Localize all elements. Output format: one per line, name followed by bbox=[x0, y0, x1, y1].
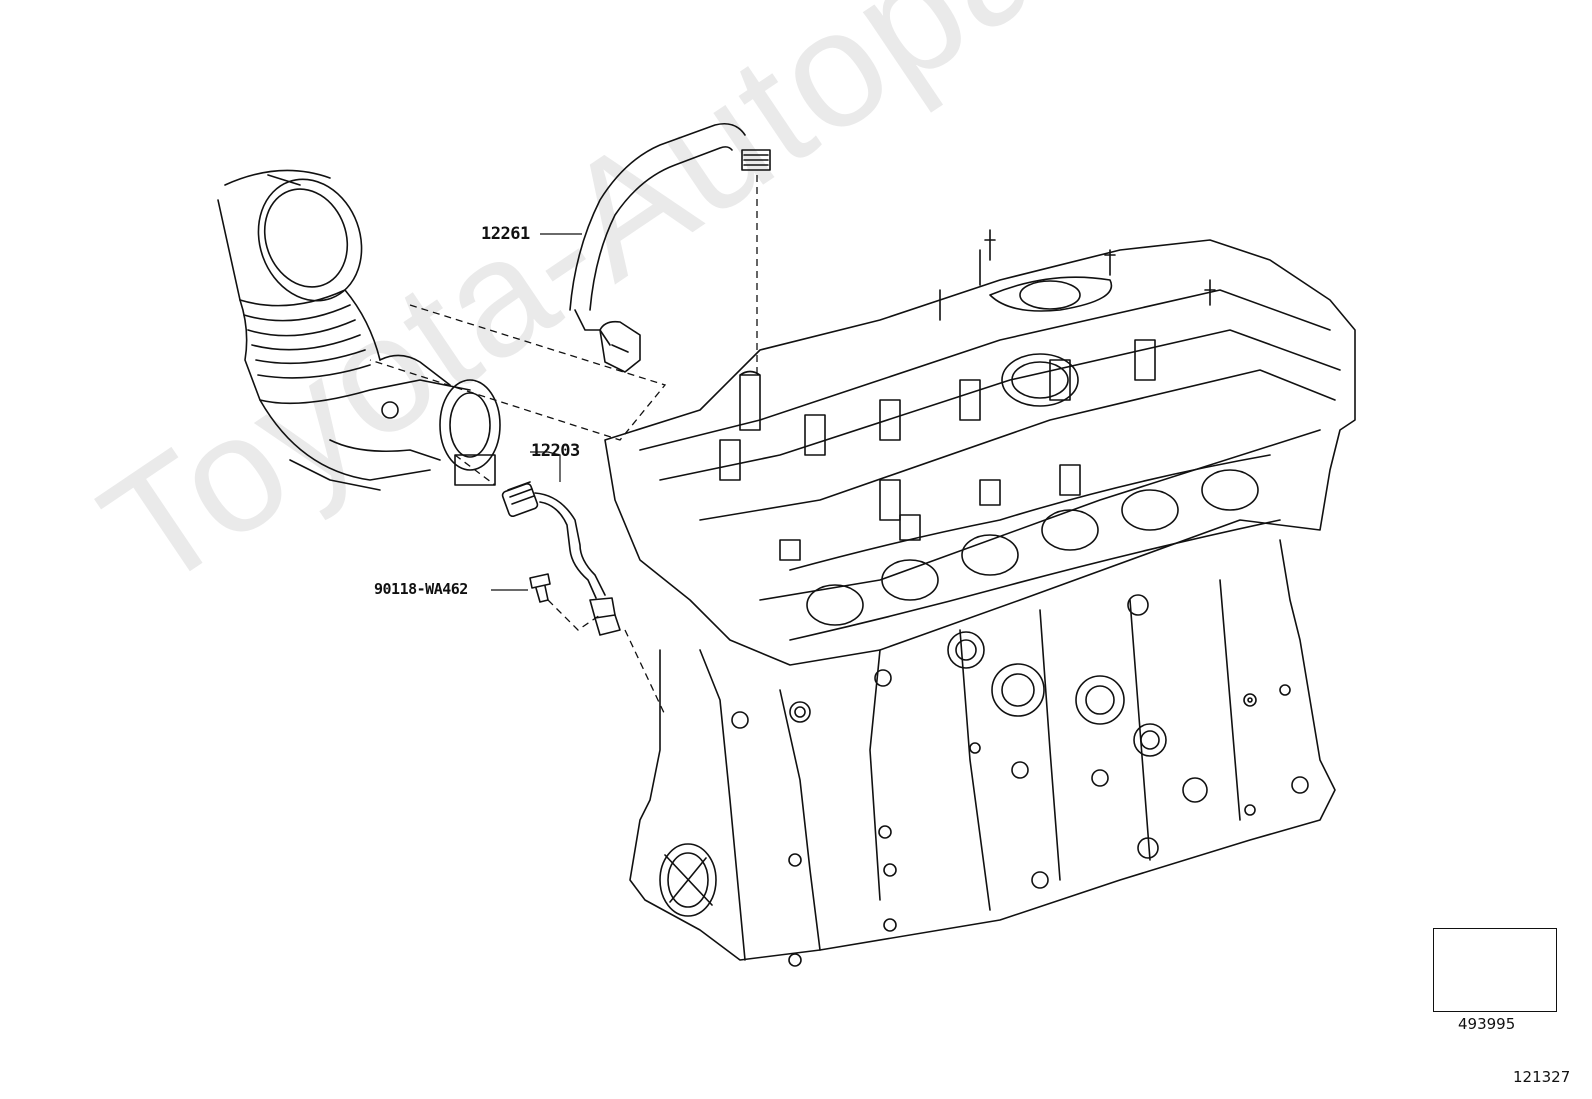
dashed-line-bolt bbox=[547, 599, 601, 631]
ventilation-hose-12261 bbox=[569, 122, 771, 373]
callout-12203[interactable]: 12203 bbox=[531, 441, 580, 461]
engine-block-drawing bbox=[604, 229, 1356, 967]
page-code: 121327 bbox=[1513, 1068, 1571, 1086]
navigation-ref-code[interactable]: 493995 bbox=[1458, 1015, 1516, 1033]
callout-90118-wa462[interactable]: 90118-WA462 bbox=[374, 580, 468, 598]
dashed-line-tube-to-intake bbox=[454, 454, 496, 486]
dashed-line-tube-to-block bbox=[624, 629, 666, 716]
callout-12261[interactable]: 12261 bbox=[481, 224, 530, 244]
leader-12203 bbox=[530, 451, 561, 482]
intake-hose-drawing bbox=[217, 169, 501, 491]
bolt-drawing bbox=[529, 573, 551, 603]
ventilation-tube-12203 bbox=[501, 481, 621, 636]
navigation-link-box[interactable] bbox=[1433, 928, 1557, 1012]
dashed-line-intake bbox=[369, 304, 667, 441]
